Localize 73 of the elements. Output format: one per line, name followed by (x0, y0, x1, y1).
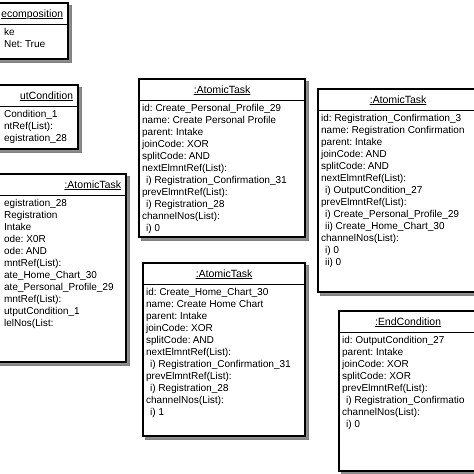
attribute-text: egistration_28 (3, 133, 67, 145)
attribute-text: ate_Home_Chart_30 (3, 270, 97, 282)
class-box (0, 84, 79, 150)
attribute-text: Registration (3, 210, 58, 222)
attribute-text: channelNos(List): (146, 395, 225, 407)
attribute-text: channelNos(List): (142, 211, 221, 223)
attribute-text: prevElmntRef(List): (142, 187, 229, 199)
class-box (0, 2, 69, 60)
attribute-text: channelNos(List): (321, 233, 400, 245)
attribute-text: ode: X0R (3, 234, 46, 246)
attribute-text: lelNos(List: (3, 318, 54, 330)
attribute-text: prevElmntRef(List): (342, 383, 429, 395)
attribute-text: i) OutputCondition_27 (324, 185, 424, 197)
attribute-text: Condition_1 (3, 109, 58, 121)
class-name: :AtomicTask (194, 84, 250, 96)
attribute-text: parent: Intake (342, 347, 404, 359)
attribute-text: Intake (3, 222, 32, 234)
attribute-text: splitCode: AND (146, 335, 215, 347)
class-name: :EndCondition (375, 316, 441, 328)
attribute-text: nextElmntRef(List): (142, 163, 228, 175)
attribute-text: splitCode: AND (321, 161, 390, 173)
attribute-text: nextElmntRef(List): (321, 173, 408, 185)
attribute-text: ode: AND (3, 246, 47, 258)
class-name: ecomposition (1, 8, 63, 20)
attribute-text: mntRef(List): (3, 258, 62, 270)
attribute-text: name: Create Home Chart (146, 299, 264, 311)
attribute-text: i) 0 (145, 223, 161, 235)
attribute-text: channelNos(List): (342, 407, 421, 419)
attribute-text: ate_Personal_Profile_29 (3, 282, 114, 294)
class-name: :AtomicTask (64, 179, 121, 191)
attribute-text: Net: True (3, 39, 46, 51)
class-box (338, 310, 474, 472)
attribute-text: ntRef(List): (3, 121, 53, 133)
attribute-text: i) 0 (345, 419, 361, 431)
attribute-text: id: OutputCondition_27 (342, 335, 446, 347)
attribute-text: name: Create Personal Profile (142, 115, 277, 127)
attribute-text: ke (3, 27, 15, 39)
attribute-text: splitCode: XOR (342, 371, 412, 383)
class-box (138, 78, 306, 238)
class-box (0, 173, 127, 363)
attribute-text: id: Create_Personal_Profile_29 (142, 103, 282, 115)
attribute-text: joinCode: AND (321, 149, 388, 161)
attribute-text: egistration_28 (3, 198, 67, 210)
attribute-text: prevElmntRef(List): (321, 197, 408, 209)
attribute-text: ii) 0 (324, 257, 342, 269)
attribute-text: mntRef(List): (3, 294, 62, 306)
attribute-text: parent: Intake (146, 311, 208, 323)
attribute-text: id: Registration_Confirmation_3 (321, 113, 462, 125)
attribute-text: utputCondition_1 (3, 306, 80, 318)
attribute-text: i) Registration_Confirmation_31 (145, 175, 288, 187)
attribute-text: prevElmntRef(List): (146, 371, 233, 383)
class-name: utCondition (20, 90, 73, 102)
attribute-text: id: Create_Home_Chart_30 (146, 287, 270, 299)
attribute-text: ii) Create_Home_Chart_30 (324, 221, 446, 233)
attribute-text: i) Registration_Confirmation_31 (149, 359, 292, 371)
attribute-text: i) Registration_28 (149, 383, 230, 395)
attribute-text: joinCode: XOR (142, 139, 210, 151)
attribute-text: i) 1 (149, 407, 165, 419)
attribute-text: parent: Intake (321, 137, 384, 149)
attribute-text: i) Create_Personal_Profile_29 (324, 209, 460, 221)
attribute-text: i) Registration_28 (145, 199, 226, 211)
class-box (142, 262, 306, 437)
attribute-text: name: Registration Confirmation (321, 125, 466, 137)
attribute-text: nextElmntRef(List): (146, 347, 232, 359)
class-name: :AtomicTask (196, 268, 252, 280)
attribute-text: splitCode: AND (142, 151, 211, 163)
attribute-text: i) Registration_Confirmatio (345, 395, 466, 407)
attribute-text: i) 0 (324, 245, 340, 257)
attribute-text: joinCode: XOR (342, 359, 410, 371)
class-name: :AtomicTask (370, 94, 426, 106)
class-box (317, 88, 474, 293)
attribute-text: parent: Intake (142, 127, 204, 139)
attribute-text: joinCode: XOR (146, 323, 214, 335)
